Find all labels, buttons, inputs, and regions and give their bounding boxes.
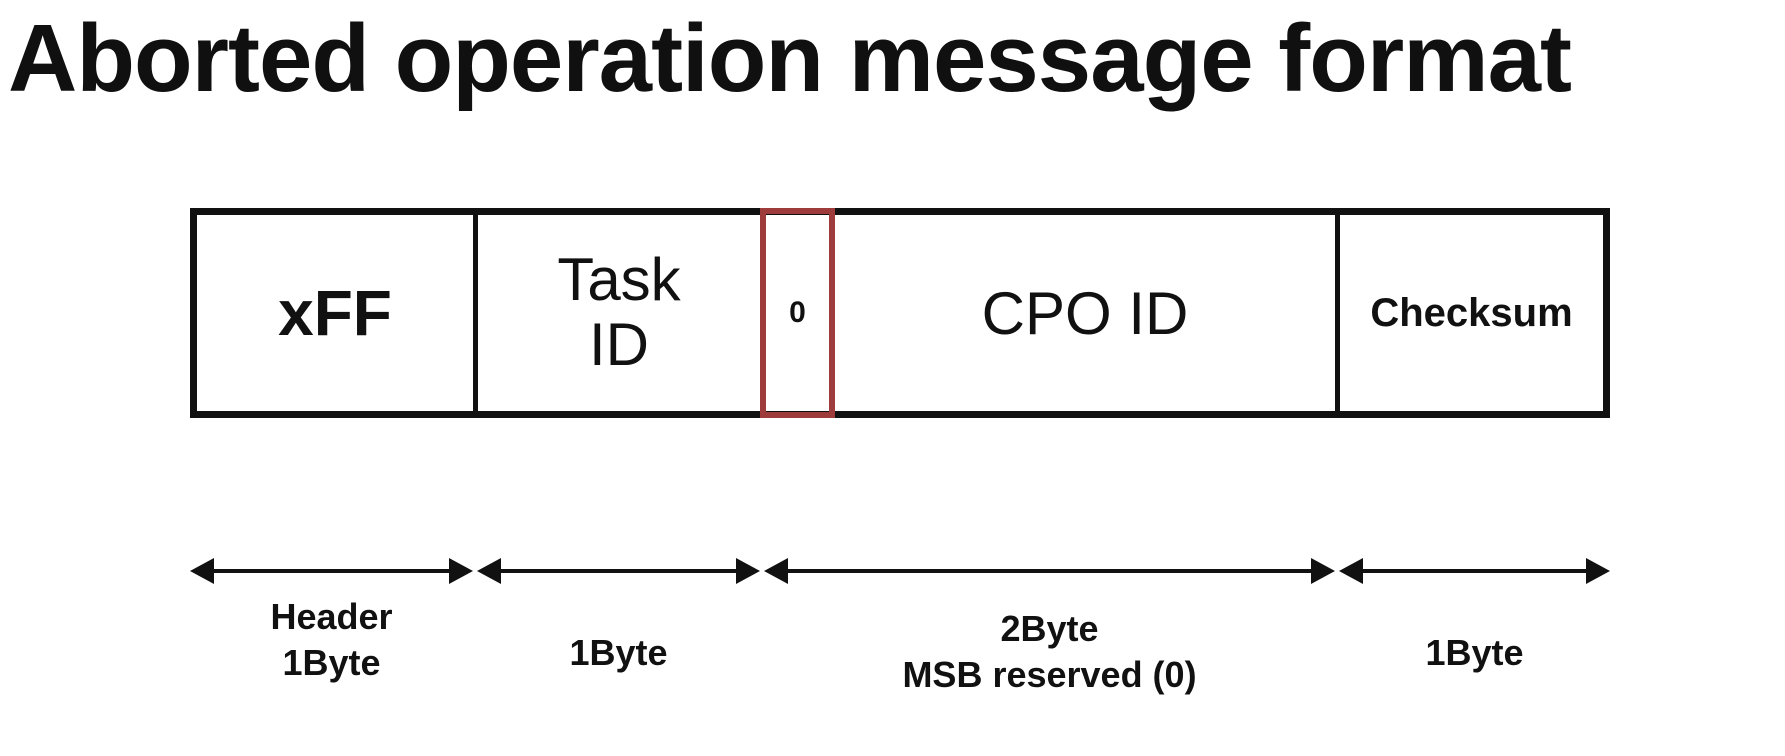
arrow-head-right-icon [1311, 558, 1335, 584]
page-title: Aborted operation message format [8, 5, 1572, 112]
dimension-label-header-size: Header 1Byte [270, 596, 393, 684]
packet-field-header: xFF [197, 215, 473, 411]
arrow-shaft [206, 569, 457, 573]
dimension-annotations: Header 1Byte 1Byte 2Byte MSB reserved (0… [0, 470, 1785, 756]
packet-field-reserved-msb-label: 0 [789, 296, 806, 329]
packet-field-cpo-id-label: CPO ID [981, 279, 1189, 347]
arrow-head-right-icon [736, 558, 760, 584]
packet-field-cpo-id: CPO ID [835, 215, 1335, 411]
dimension-label-task-id-size: 1Byte [569, 632, 668, 673]
arrow-head-right-icon [1586, 558, 1610, 584]
dimension-label-cpo-id-size: 2Byte MSB reserved (0) [902, 608, 1197, 696]
dimension-arrow-header [190, 558, 473, 584]
arrow-shaft [780, 569, 1319, 573]
packet-field-task-id: Task ID [473, 215, 760, 411]
packet-format-box: xFF Task ID 0 CPO ID Checksum [190, 208, 1610, 418]
packet-field-checksum-label: Checksum [1370, 290, 1573, 335]
packet-field-task-id-label: Task ID [557, 246, 681, 378]
packet-field-reserved-msb: 0 [760, 208, 835, 418]
arrow-head-right-icon [449, 558, 473, 584]
dimension-arrow-cpo-id [764, 558, 1335, 584]
arrow-shaft [493, 569, 744, 573]
packet-field-header-label: xFF [278, 277, 392, 349]
dimension-arrow-checksum [1339, 558, 1610, 584]
packet-field-checksum: Checksum [1335, 215, 1603, 411]
arrow-shaft [1355, 569, 1594, 573]
dimension-label-checksum-size: 1Byte [1425, 632, 1524, 673]
dimension-arrow-task-id [477, 558, 760, 584]
